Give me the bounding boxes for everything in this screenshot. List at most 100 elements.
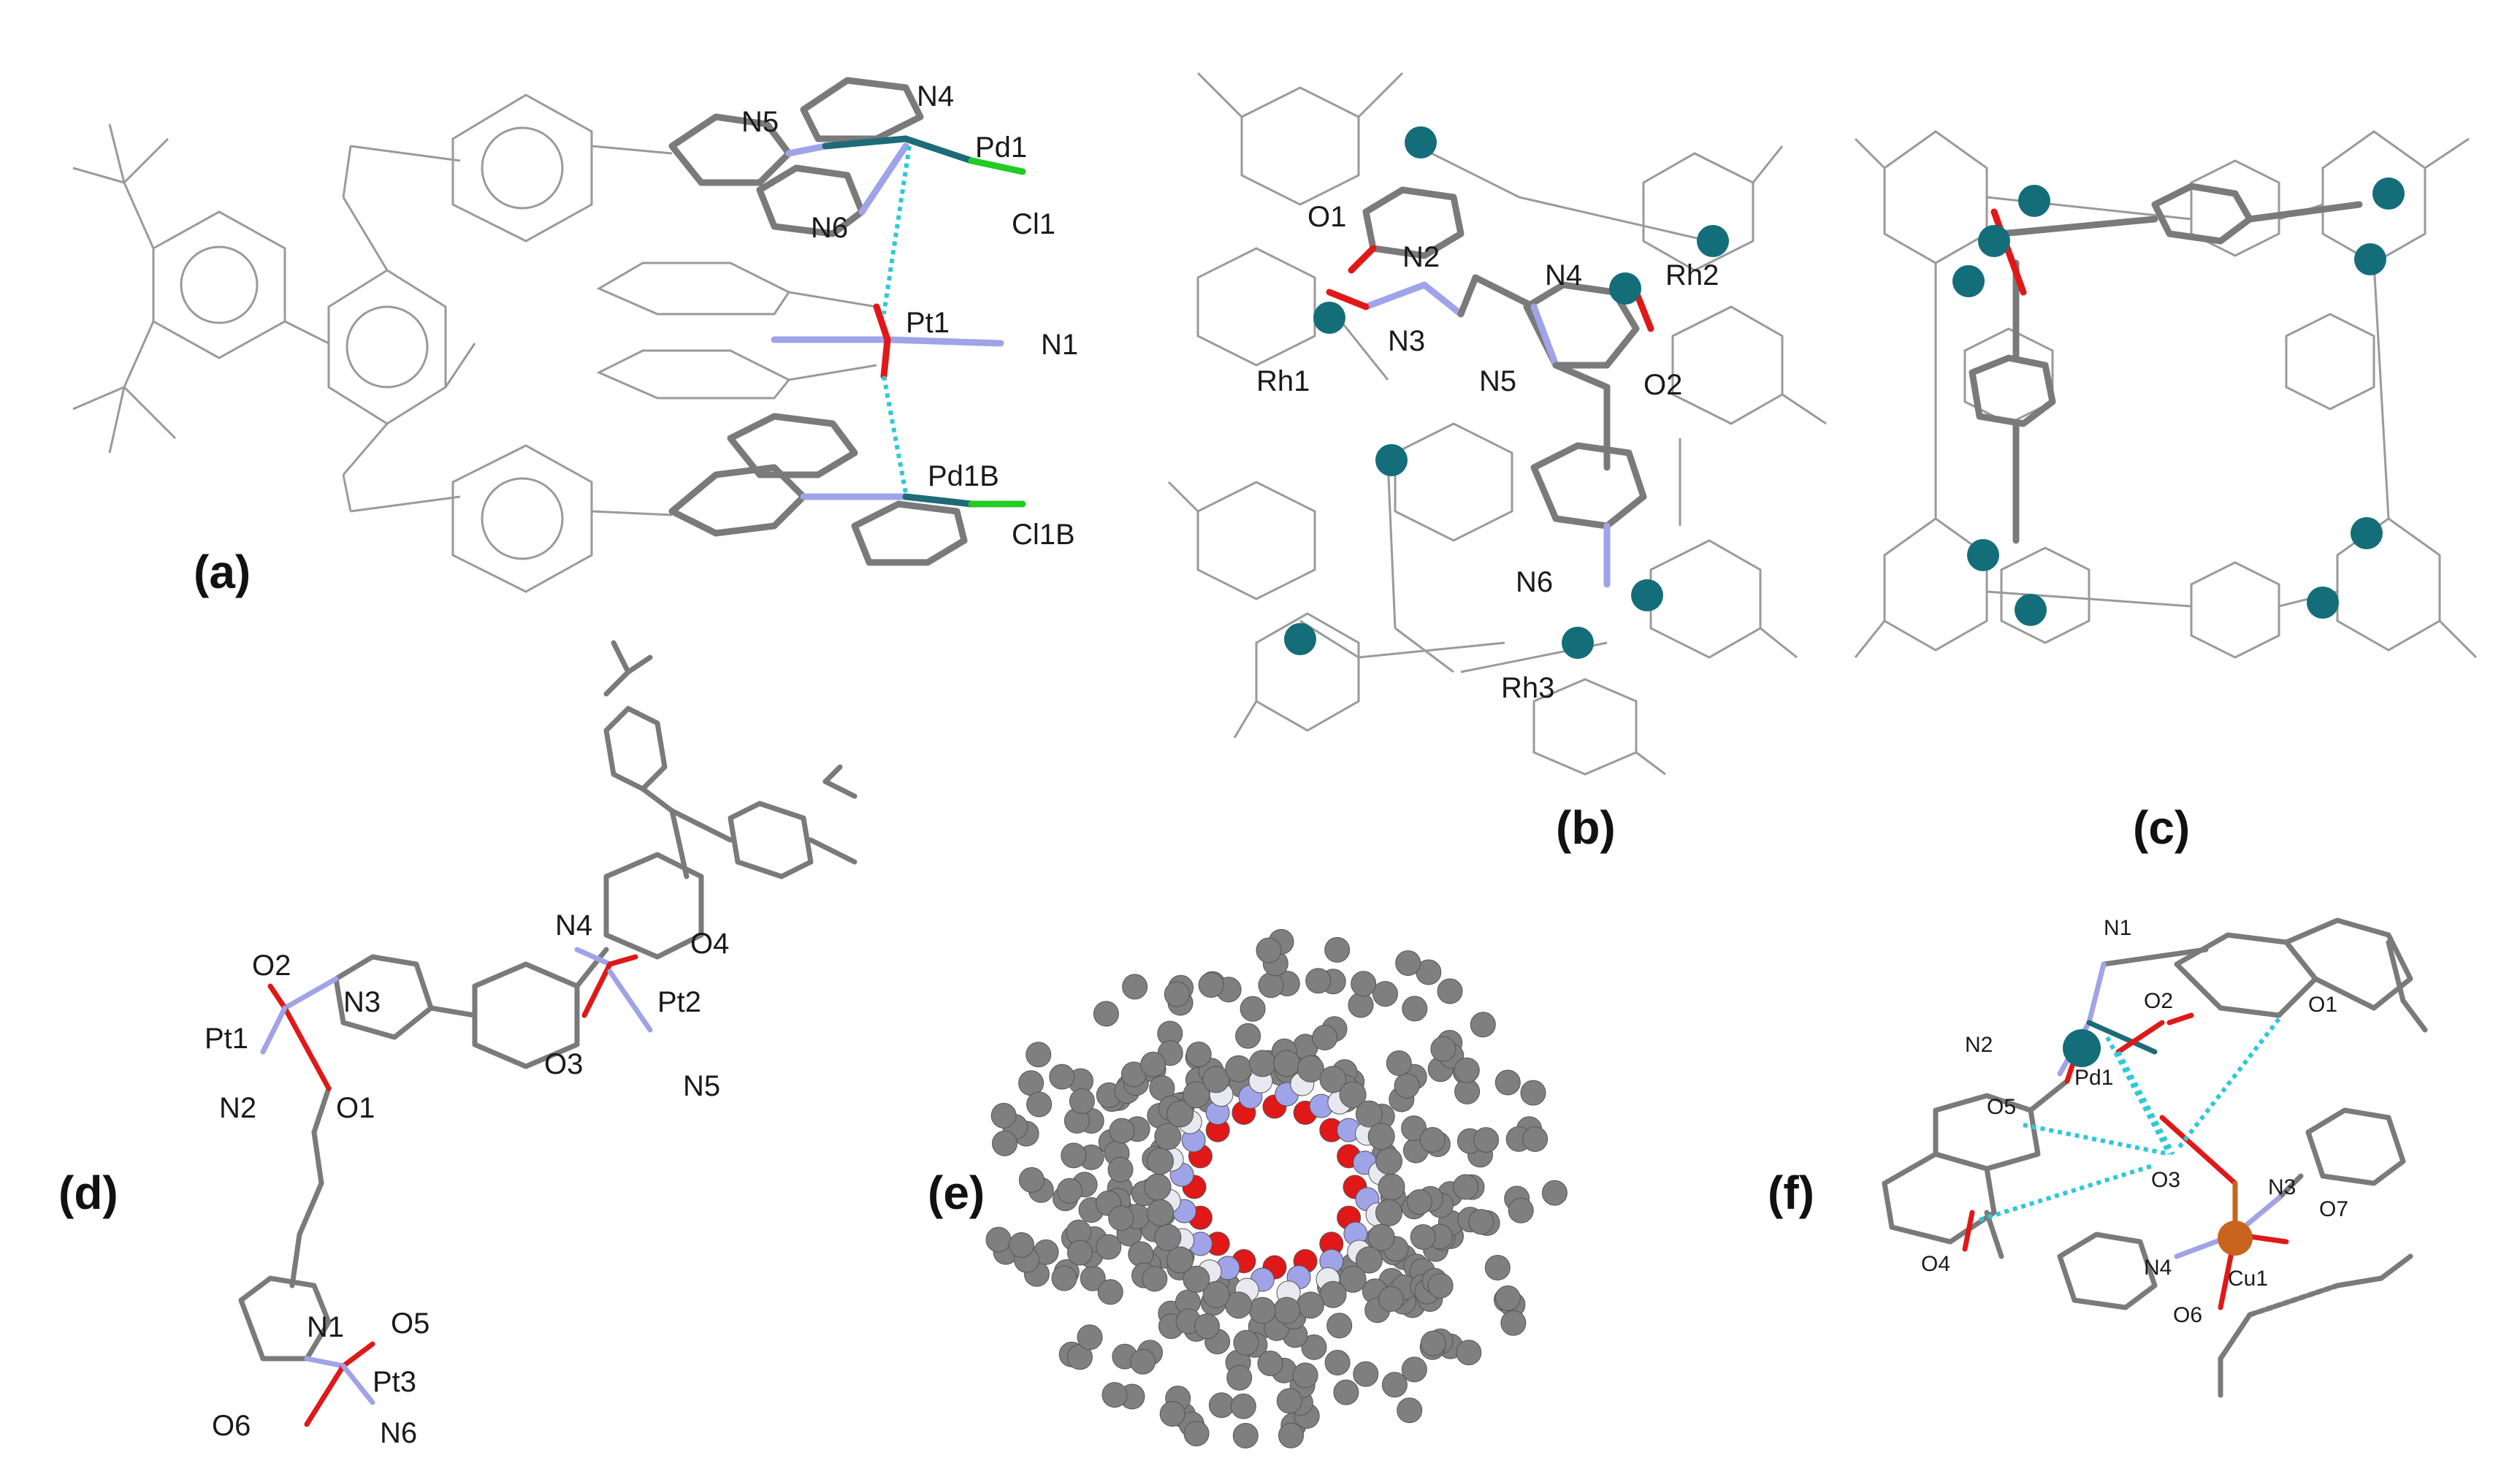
carbon-sphere bbox=[1273, 1297, 1301, 1324]
panel-c: (c) bbox=[1854, 130, 2478, 854]
carbon-sphere bbox=[1470, 1012, 1496, 1038]
panel-e-space-filling-model bbox=[985, 928, 1568, 1448]
panel-d-atom-N2: N2 bbox=[219, 1092, 256, 1124]
carbon-sphere bbox=[1494, 1069, 1521, 1096]
carbon-sphere bbox=[1144, 1173, 1172, 1201]
carbon-sphere bbox=[1355, 1100, 1383, 1128]
panel-f-pd-sphere bbox=[2063, 1029, 2101, 1067]
carbon-sphere bbox=[1305, 968, 1332, 994]
panel-a: N5 N4 Pd1 Cl1 N6 Pt1 N1 Pd1B Cl1B (a) bbox=[72, 77, 1078, 598]
carbon-sphere bbox=[1401, 1115, 1427, 1142]
carbon-sphere bbox=[1520, 1080, 1546, 1106]
panel-d: N4 O4 O2 N3 Pt2 Pt1 O3 N2 O1 N5 N1 O5 Pt… bbox=[58, 640, 858, 1449]
panel-d-atom-O2: O2 bbox=[252, 950, 291, 982]
panel-f-atom-O7: O7 bbox=[2319, 1197, 2348, 1221]
carbon-sphere bbox=[1093, 1001, 1119, 1027]
carbon-sphere bbox=[1312, 1025, 1338, 1050]
carbon-sphere bbox=[1183, 1081, 1210, 1109]
carbon-sphere bbox=[1355, 1246, 1383, 1274]
carbon-sphere bbox=[1406, 1189, 1432, 1215]
panel-a-atom-Pd1B: Pd1B bbox=[928, 460, 999, 492]
carbon-sphere bbox=[1248, 1050, 1276, 1077]
carbon-sphere bbox=[1164, 981, 1190, 1007]
carbon-sphere bbox=[1142, 1266, 1168, 1292]
carbon-sphere bbox=[1367, 1223, 1395, 1251]
panel-a-atom-N6: N6 bbox=[811, 212, 848, 244]
panel-c-rh-sphere bbox=[1952, 265, 1985, 297]
carbon-sphere bbox=[1276, 1388, 1302, 1414]
panel-e-label: (e) bbox=[928, 1167, 985, 1219]
panel-f-skeleton bbox=[1882, 917, 2428, 1398]
panel-d-atom-Pt2: Pt2 bbox=[657, 986, 701, 1018]
panel-b-rh-sphere bbox=[1562, 627, 1594, 659]
panel-d-skeleton bbox=[238, 640, 858, 1362]
carbon-sphere bbox=[1147, 1199, 1174, 1226]
panel-a-ligand-framework bbox=[72, 93, 673, 593]
carbon-sphere bbox=[1159, 1401, 1185, 1427]
panel-b-rh-sphere bbox=[1631, 579, 1663, 611]
panel-c-rh-sphere bbox=[1967, 539, 1999, 571]
panel-f-atom-O3: O3 bbox=[2151, 1168, 2180, 1192]
panel-a-middle-pt-complex bbox=[596, 261, 1004, 400]
carbon-sphere bbox=[1319, 1066, 1347, 1093]
carbon-sphere bbox=[1230, 1393, 1256, 1419]
panel-a-atom-Cl1: Cl1 bbox=[1012, 208, 1055, 240]
carbon-sphere bbox=[1381, 1372, 1408, 1398]
panel-a-contact-upper bbox=[882, 145, 912, 315]
panel-d-atom-O1: O1 bbox=[336, 1092, 375, 1124]
carbon-sphere bbox=[1324, 1350, 1351, 1375]
carbon-sphere bbox=[1183, 1421, 1210, 1447]
panel-c-rh-sphere bbox=[2372, 177, 2405, 210]
panel-a-atom-N4: N4 bbox=[917, 80, 954, 112]
carbon-sphere bbox=[1202, 1280, 1230, 1308]
carbon-sphere bbox=[1375, 1148, 1402, 1175]
carbon-sphere bbox=[1378, 1286, 1404, 1312]
carbon-sphere bbox=[1402, 996, 1428, 1022]
carbon-sphere bbox=[1494, 1285, 1521, 1311]
carbon-sphere bbox=[1339, 1081, 1367, 1109]
carbon-sphere bbox=[1183, 1265, 1210, 1293]
panel-f-atom-O2: O2 bbox=[2144, 989, 2173, 1013]
panel-d-atom-N6: N6 bbox=[380, 1417, 417, 1449]
panel-b-atom-O2: O2 bbox=[1643, 369, 1682, 401]
carbon-sphere bbox=[1167, 1100, 1194, 1128]
panel-f-atom-Cu1: Cu1 bbox=[2228, 1267, 2268, 1291]
panel-f-atom-N3: N3 bbox=[2268, 1175, 2296, 1199]
panel-a-atom-Pt1: Pt1 bbox=[906, 307, 950, 339]
carbon-sphere bbox=[1473, 1127, 1500, 1153]
carbon-sphere bbox=[1427, 1272, 1454, 1299]
carbon-sphere bbox=[1108, 1205, 1134, 1232]
carbon-sphere bbox=[1348, 992, 1374, 1018]
carbon-sphere bbox=[1049, 1064, 1075, 1090]
panel-c-rh-atoms bbox=[1952, 177, 2405, 626]
panel-f-atom-Pd1: Pd1 bbox=[2074, 1066, 2113, 1090]
carbon-sphere bbox=[1018, 1167, 1045, 1193]
panel-f-cu-sphere bbox=[2218, 1221, 2253, 1256]
panel-c-rh-sphere bbox=[2307, 587, 2339, 619]
panel-b-atom-Rh1: Rh1 bbox=[1256, 365, 1310, 397]
panel-d-atom-N3: N3 bbox=[343, 986, 381, 1018]
carbon-sphere bbox=[1278, 1422, 1304, 1448]
panel-d-atom-Pt3: Pt3 bbox=[373, 1366, 416, 1398]
carbon-sphere bbox=[1437, 978, 1463, 1004]
panel-f-contacts bbox=[1979, 1018, 2281, 1222]
carbon-sphere bbox=[1430, 1036, 1456, 1062]
carbon-sphere bbox=[1026, 1042, 1052, 1068]
panel-a-atom-Cl1B: Cl1B bbox=[1012, 519, 1075, 551]
panel-b-atom-N2: N2 bbox=[1402, 241, 1440, 273]
panel-c-rh-sphere bbox=[2354, 243, 2386, 275]
carbon-sphere bbox=[1077, 1324, 1103, 1351]
carbon-sphere bbox=[1500, 1310, 1527, 1336]
panel-c-highlighted-ligand bbox=[1969, 183, 2363, 544]
panel-a-label: (a) bbox=[194, 546, 251, 598]
carbon-sphere bbox=[1185, 1042, 1212, 1067]
panel-e: (e) bbox=[928, 928, 1568, 1448]
carbon-sphere bbox=[1326, 1313, 1353, 1339]
panel-f: N1 O2 O1 N2 Pd1 O5 O3 N3 O7 O4 N4 Cu1 O6… bbox=[1768, 916, 2428, 1398]
panel-a-contact-lower bbox=[882, 375, 908, 494]
panel-f-atom-O6: O6 bbox=[2173, 1303, 2202, 1327]
carbon-sphere bbox=[1147, 1148, 1174, 1175]
panel-d-atom-O3: O3 bbox=[544, 1048, 583, 1080]
carbon-sphere bbox=[1026, 1091, 1053, 1118]
